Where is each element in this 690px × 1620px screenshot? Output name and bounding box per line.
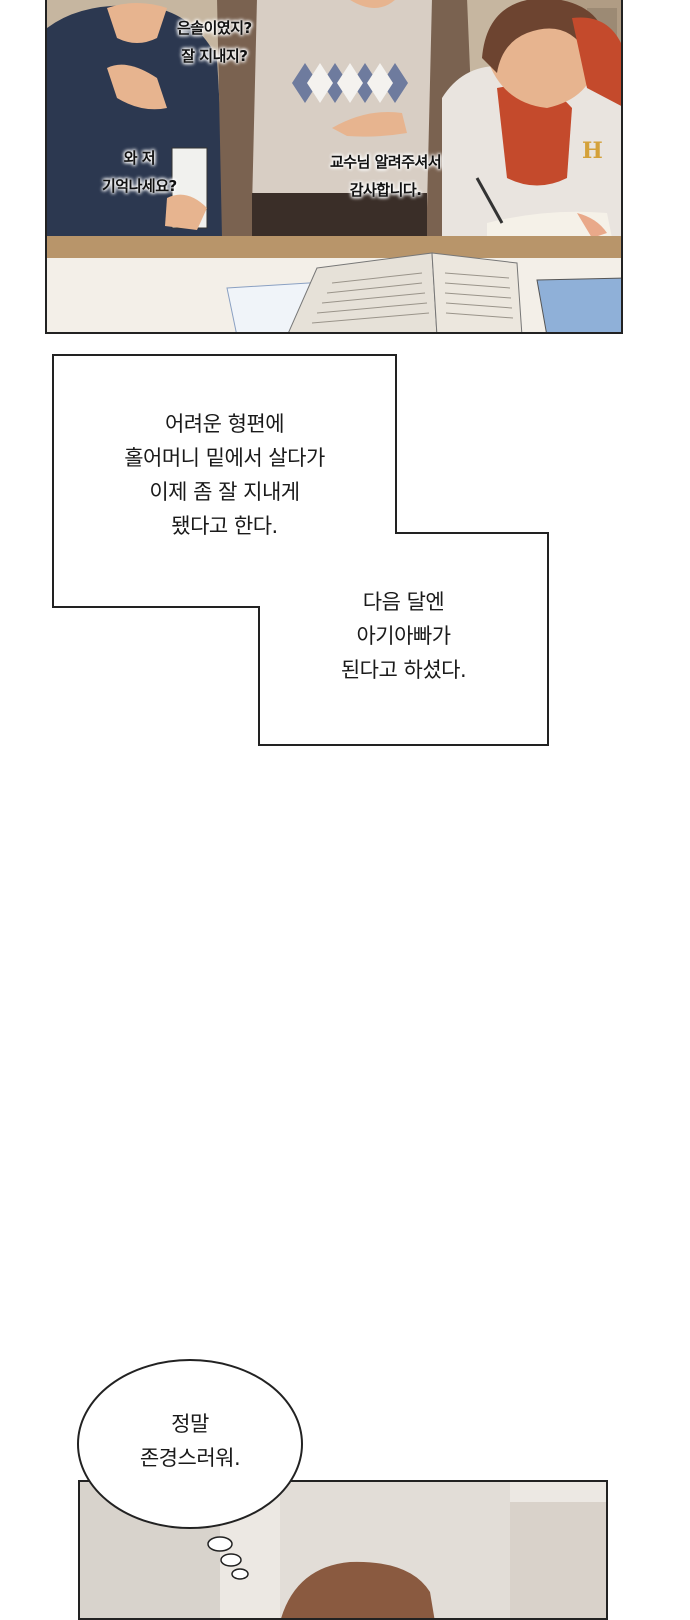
svg-text:H: H	[582, 138, 603, 164]
narration-box-shape	[52, 354, 549, 746]
thought-bubble-shape	[77, 1359, 303, 1580]
narration-box-1: 어려운 형편에 홀어머니 밑에서 살다가 이제 좀 잘 지내게 됐다고 한다.	[124, 412, 325, 538]
narration-box-2: 다음 달엔 아기아빠가 된다고 하셨다.	[340, 590, 467, 682]
dialogue-student-left: 와 저 기억나세요?	[102, 149, 177, 195]
comic-panel-top: H 은솔이였지? 잘 지내지? 와 저 기억나세요?	[45, 0, 623, 334]
dialogue-student-right: 교수님 알려주셔서 감사합니다.	[330, 153, 442, 199]
thought-bubble-text: 정말 존경스러워.	[139, 1412, 241, 1470]
panel-top-artwork: H	[47, 0, 621, 332]
dialogue-professor: 은솔이였지? 잘 지내지?	[177, 19, 252, 65]
